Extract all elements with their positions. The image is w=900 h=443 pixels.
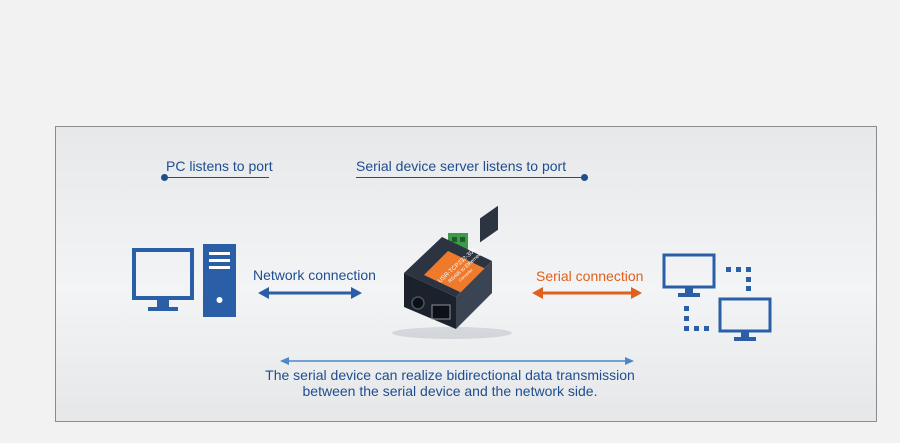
bidirectional-arrow bbox=[280, 357, 634, 365]
server-listens-label: Serial device server listens to port bbox=[356, 158, 567, 174]
description-line-1: The serial device can realize bidirectio… bbox=[265, 367, 635, 383]
description-text: The serial device can realize bidirectio… bbox=[225, 367, 675, 399]
pc-listens-marker-dot bbox=[161, 174, 168, 181]
server-listens-marker-dot bbox=[581, 174, 588, 181]
description-line-2: between the serial device and the networ… bbox=[302, 383, 598, 399]
serial-connection-arrow bbox=[532, 287, 642, 299]
pc-listens-label: PC listens to port bbox=[166, 158, 273, 174]
serial-device-server-icon: USR-TCP232-304 RS485 to Ethernet Convert… bbox=[392, 205, 512, 339]
desktop-computer-icon bbox=[132, 244, 236, 317]
serial-connection-label: Serial connection bbox=[536, 268, 644, 284]
network-connection-arrow bbox=[258, 287, 362, 299]
server-listens-underline bbox=[356, 177, 584, 178]
monitor-cluster-icon bbox=[662, 253, 772, 341]
pc-listens-underline bbox=[166, 177, 269, 178]
network-connection-label: Network connection bbox=[253, 267, 376, 283]
